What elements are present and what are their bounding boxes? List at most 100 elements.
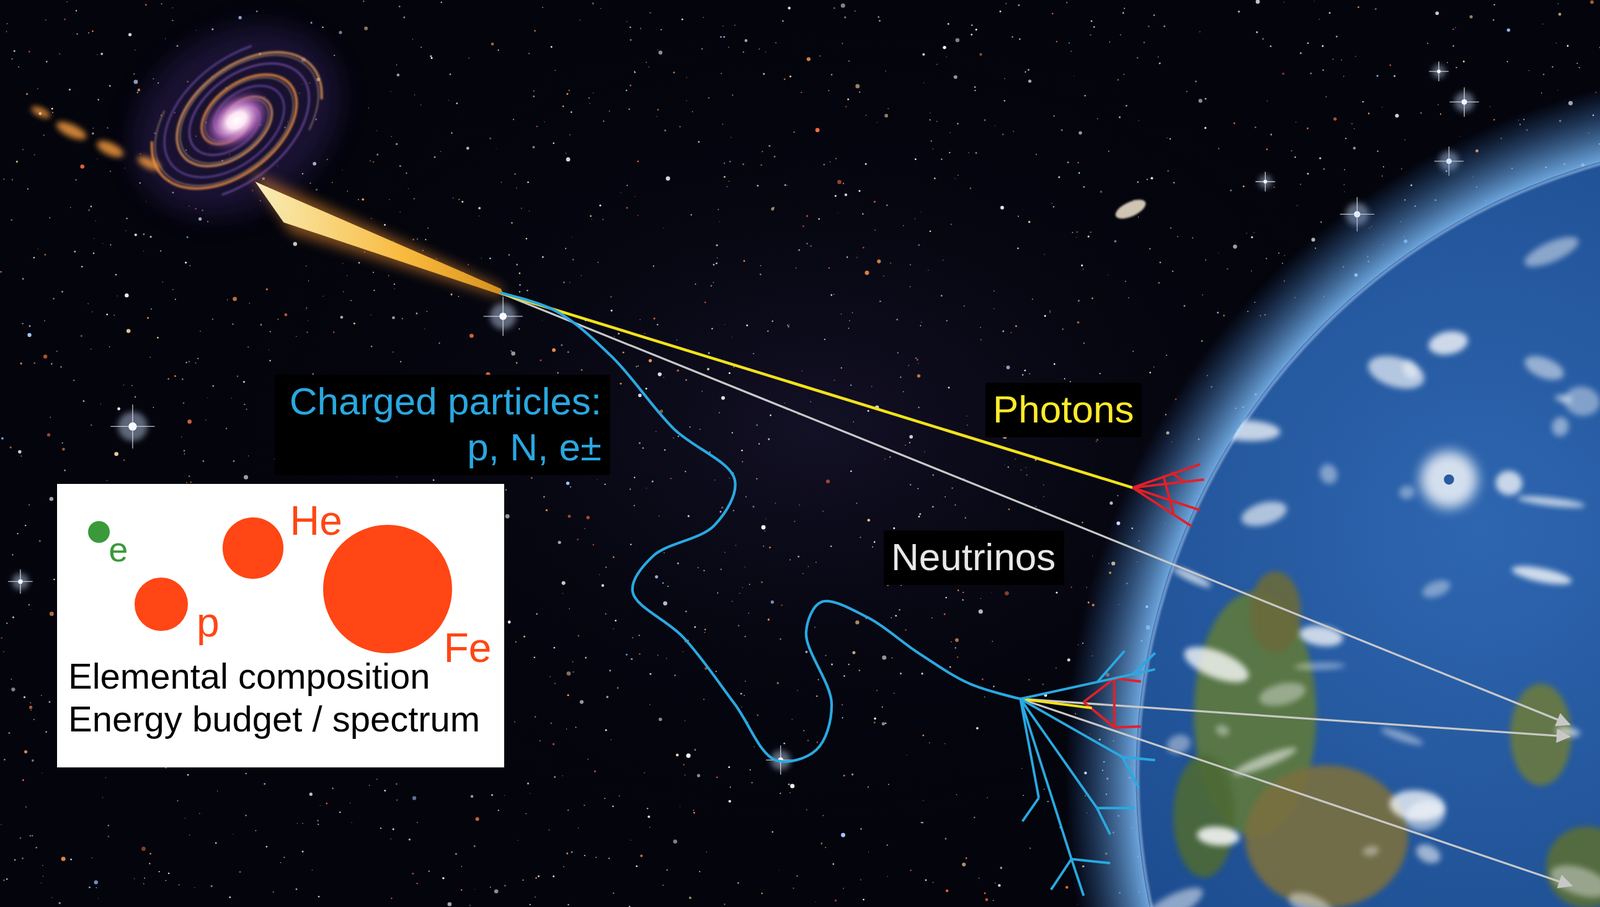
illustration-part (1332, 58, 1334, 61)
illustration-part (929, 119, 931, 121)
illustration-part (638, 653, 640, 655)
illustration-part (909, 434, 913, 439)
illustration-part (1321, 45, 1324, 48)
illustration-part (728, 372, 731, 374)
illustration-part (514, 720, 516, 722)
illustration-part (638, 634, 640, 636)
illustration-part (210, 884, 213, 887)
illustration-part (1078, 131, 1082, 135)
illustration-part (1166, 137, 1168, 138)
illustration-part (91, 30, 94, 33)
illustration-part (136, 91, 139, 94)
illustration-part (979, 326, 981, 328)
illustration-part (228, 896, 231, 898)
illustration-part (760, 265, 761, 267)
illustration-part (117, 407, 121, 411)
illustration-part (881, 655, 887, 660)
illustration-part (1022, 373, 1024, 376)
illustration-part (617, 332, 620, 335)
illustration-part (189, 264, 192, 267)
illustration-part (0, 824, 2, 825)
illustration-part (704, 301, 706, 303)
illustration-part (90, 348, 92, 350)
illustration-part (539, 739, 541, 742)
illustration-part (1000, 205, 1005, 210)
illustration-part (52, 297, 55, 300)
illustration-part (685, 100, 687, 102)
illustration-part (666, 657, 667, 659)
illustration-part (728, 46, 730, 48)
illustration-part (43, 354, 48, 358)
illustration-part (633, 70, 636, 72)
illustration-part (102, 796, 103, 798)
illustration-part (1542, 73, 1545, 76)
illustration-part (553, 646, 556, 649)
illustration-part (993, 290, 995, 292)
illustration-part (95, 886, 97, 889)
illustration-part (537, 875, 540, 877)
illustration-part (137, 88, 141, 92)
illustration-part (393, 283, 396, 285)
illustration-part (686, 753, 691, 758)
illustration-part (835, 158, 837, 160)
illustration-part (944, 742, 946, 745)
illustration-part (1056, 40, 1058, 43)
illustration-part (1075, 236, 1077, 238)
illustration-part (458, 199, 460, 201)
illustration-part (42, 875, 44, 877)
illustration-part (589, 215, 592, 218)
illustration-part (579, 699, 584, 704)
illustration-part (984, 892, 987, 895)
illustration-part (1007, 466, 1009, 468)
illustration-part (1163, 25, 1166, 28)
illustration-part (63, 18, 66, 20)
illustration-part (876, 259, 881, 263)
illustration-part (648, 359, 652, 363)
illustration-part (80, 164, 85, 169)
illustration-part (734, 24, 735, 26)
illustration-part (232, 296, 237, 301)
illustration-part (1198, 98, 1202, 103)
illustration-part (687, 514, 690, 517)
illustration-part (1169, 138, 1171, 140)
illustration-part (401, 318, 404, 320)
illustration-part (455, 102, 458, 105)
illustration-part (677, 561, 680, 564)
illustration-part (803, 729, 805, 732)
illustration-part (149, 852, 152, 855)
illustration-part (1395, 114, 1400, 118)
illustration-part (986, 796, 988, 798)
illustration-part (182, 401, 185, 404)
illustration-part (945, 837, 947, 840)
illustration-part (942, 259, 944, 261)
illustration-part (978, 877, 980, 879)
illustration-part (383, 789, 386, 792)
illustration-part (1233, 122, 1236, 125)
illustration-part (143, 233, 146, 236)
illustration-part (587, 758, 590, 760)
illustration-part (933, 177, 936, 180)
illustration-part (1270, 45, 1272, 48)
illustration-part (1455, 66, 1457, 69)
illustration-part (533, 90, 535, 92)
illustration-part (856, 502, 858, 505)
illustration-part (440, 1, 443, 4)
illustration-part (1090, 20, 1093, 23)
illustration-part (1446, 62, 1449, 64)
illustration-part (269, 331, 272, 333)
illustration-part (123, 384, 125, 386)
illustration-part (6, 878, 9, 880)
illustration-part (604, 483, 606, 485)
illustration-part (846, 256, 849, 258)
illustration-part (561, 581, 566, 585)
illustration-part (1078, 172, 1080, 174)
illustration-part (1035, 153, 1037, 156)
illustration-part (902, 391, 904, 392)
illustration-part (497, 809, 500, 811)
illustration-part (215, 842, 218, 845)
illustration-part (370, 314, 371, 316)
illustration-part (800, 91, 802, 94)
illustration-part (1452, 28, 1454, 30)
illustration-part (592, 92, 594, 94)
illustration-part (720, 568, 722, 570)
